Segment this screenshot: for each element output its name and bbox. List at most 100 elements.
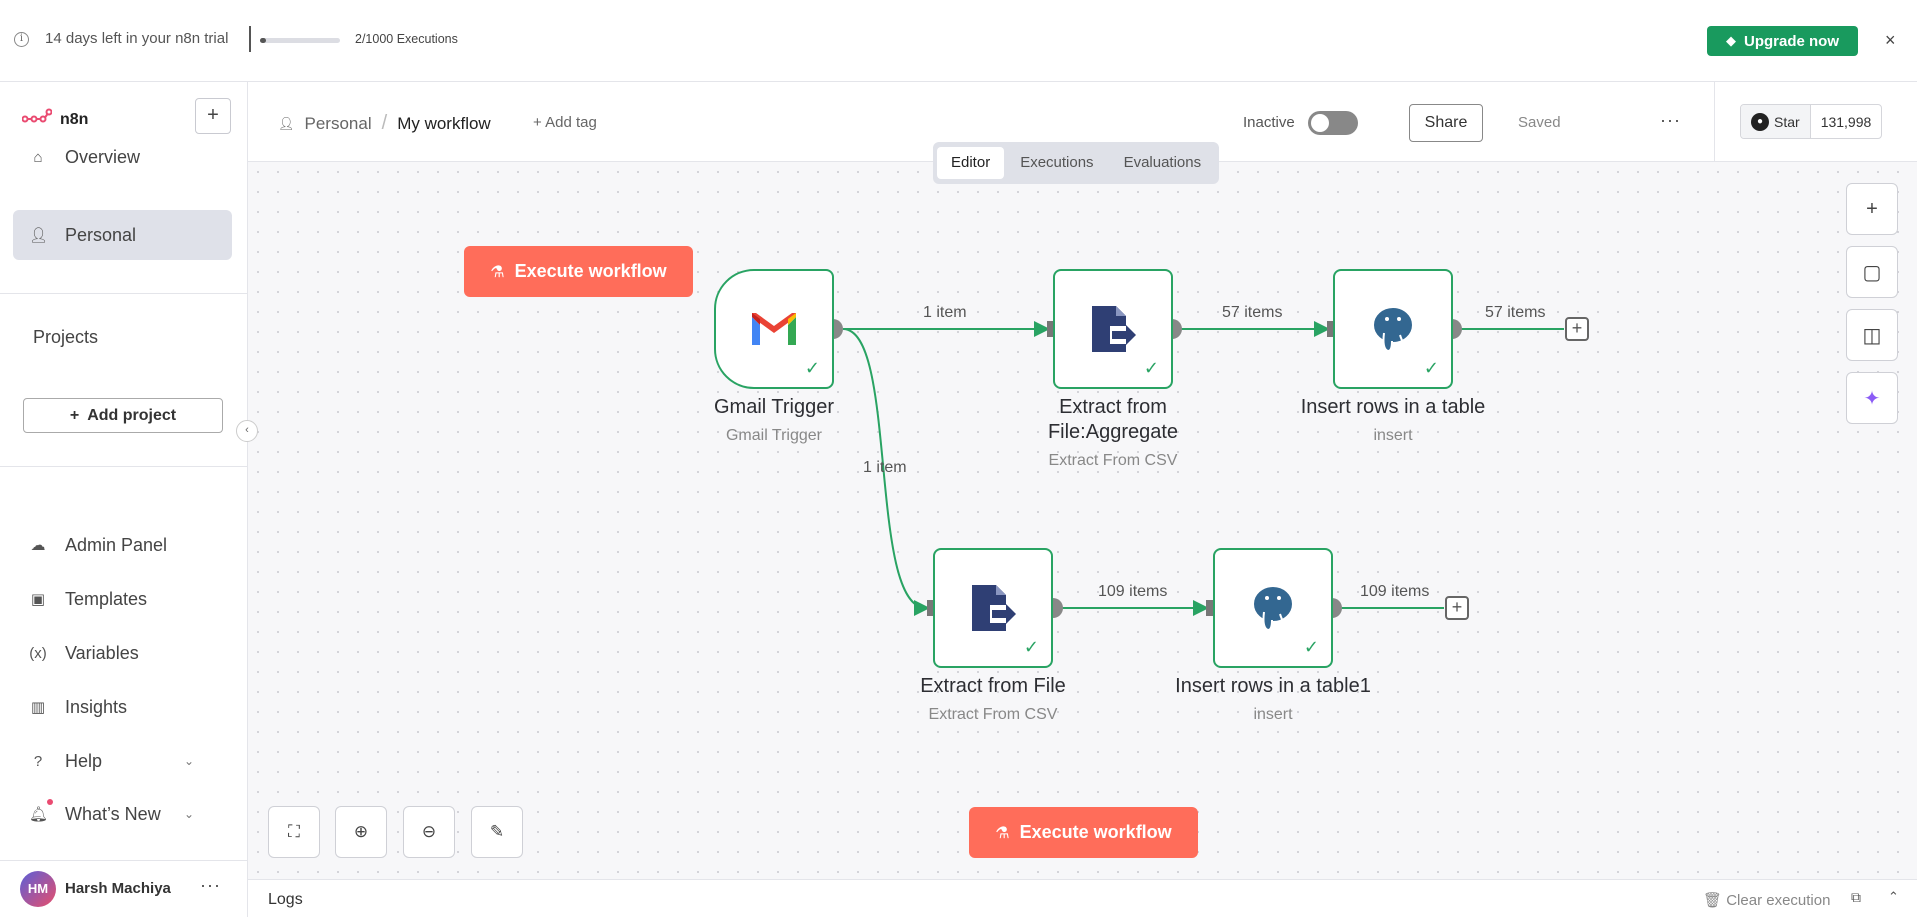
tidy-up-button[interactable]: ✎	[471, 806, 523, 858]
node-gmail-trigger[interactable]: ✓	[714, 269, 834, 389]
github-star-count[interactable]: 131,998	[1820, 113, 1872, 130]
upgrade-now-label: Upgrade now	[1743, 32, 1839, 50]
ai-assistant-button[interactable]: ✦	[1846, 372, 1898, 424]
saved-status: Saved	[1518, 114, 1561, 131]
tab-executions[interactable]: Executions	[1020, 154, 1094, 171]
chevron-down-icon: ⌄	[183, 754, 194, 768]
node-subtitle: Extract From CSV	[1048, 452, 1178, 469]
sticky-note-button[interactable]: ▢	[1846, 246, 1898, 298]
extract-file-icon	[935, 550, 1051, 666]
create-button[interactable]: +	[195, 98, 231, 134]
popout-icon[interactable]: ⧉	[1851, 889, 1861, 905]
edge-label: 1 item	[923, 304, 967, 321]
nav-whats-new-label: What’s New	[65, 803, 161, 824]
close-banner-icon[interactable]: ×	[1885, 30, 1896, 50]
node-subtitle: insert	[1373, 427, 1413, 444]
upgrade-now-button[interactable]: ◆ Upgrade now	[1707, 26, 1858, 56]
nav-overview[interactable]: ⌂ Overview	[13, 132, 232, 182]
breadcrumb-separator: /	[381, 112, 388, 134]
zoom-out-button[interactable]: ⊖	[403, 806, 455, 858]
logo-text: n8n	[60, 110, 89, 128]
user-icon: 👤︎	[29, 227, 49, 244]
trash-icon: 🗑︎	[1703, 892, 1723, 909]
execute-workflow-button-bottom[interactable]: ⚗ Execute workflow	[969, 807, 1198, 858]
nav-templates-label: Templates	[65, 588, 148, 609]
tab-evaluations[interactable]: Evaluations	[1123, 154, 1202, 171]
user-menu[interactable]: HM Harsh Machiya ···	[0, 860, 248, 917]
share-button[interactable]: Share	[1409, 104, 1483, 142]
trial-text: 14 days left in your n8n trial	[45, 30, 229, 47]
nav-variables-label: Variables	[65, 642, 139, 663]
add-node-button[interactable]: +	[1846, 183, 1898, 235]
execute-workflow-label: Execute workflow	[1019, 822, 1172, 842]
nav-admin-panel-label: Admin Panel	[65, 534, 168, 555]
avatar[interactable]: HM	[20, 871, 56, 907]
fit-view-icon: ⛶	[288, 822, 300, 841]
logs-label[interactable]: Logs	[268, 891, 303, 908]
projects-heading: Projects	[33, 327, 99, 347]
nav-personal[interactable]: 👤︎ Personal	[13, 210, 232, 260]
breadcrumb-project[interactable]: Personal	[304, 113, 372, 133]
execute-workflow-button[interactable]: ⚗ Execute workflow	[464, 246, 693, 297]
success-check-icon: ✓	[1143, 358, 1159, 378]
home-icon: ⌂	[33, 148, 43, 166]
clear-execution-button[interactable]: 🗑︎ Clear execution	[1703, 891, 1830, 909]
node-extract-aggregate[interactable]: ✓	[1053, 269, 1173, 389]
nav-whats-new[interactable]: 🔔︎ What’s New ⌄	[13, 789, 232, 839]
zoom-in-button[interactable]: ⊕	[335, 806, 387, 858]
toggle-panel-button[interactable]: ◫	[1846, 309, 1898, 361]
view-tabs: Editor Executions Evaluations	[933, 142, 1220, 184]
edge-label: 57 items	[1222, 304, 1283, 321]
more-icon[interactable]: ···	[200, 875, 221, 895]
github-star[interactable]: ● Star	[1741, 105, 1811, 138]
node-extract-file[interactable]: ✓	[933, 548, 1053, 668]
trial-banner: i 14 days left in your n8n trial 2/1000 …	[0, 0, 1917, 82]
more-options-icon[interactable]: ···	[1660, 110, 1681, 130]
logs-panel[interactable]: Logs 🗑︎ Clear execution ⧉ ⌃	[248, 879, 1917, 917]
nav-admin-panel[interactable]: ☁ Admin Panel	[13, 520, 232, 570]
nav-insights[interactable]: ▥ Insights	[13, 682, 232, 732]
github-star-label: Star	[1774, 113, 1800, 130]
collapse-sidebar-button[interactable]: ‹	[236, 420, 258, 442]
node-subtitle: Extract From CSV	[928, 706, 1058, 723]
plus-icon: +	[1866, 197, 1878, 220]
add-node-plus-icon[interactable]: +	[1445, 596, 1469, 620]
sidebar-divider	[0, 466, 248, 467]
tab-editor[interactable]: Editor	[937, 147, 1005, 179]
nav-help[interactable]: ? Help ⌄	[13, 736, 232, 786]
chevron-up-icon[interactable]: ⌃	[1888, 889, 1899, 904]
gmail-icon	[716, 271, 832, 387]
workflow-canvas[interactable]: ⚗ Execute workflow ✓ Gmail Trigger Gmail…	[248, 162, 1917, 879]
add-tag-link[interactable]: + Add tag	[533, 114, 597, 131]
nav-variables[interactable]: (x) Variables	[13, 628, 232, 678]
chart-icon: ▥	[30, 699, 46, 716]
flask-icon: ⚗	[995, 824, 1010, 842]
toggle-knob	[1311, 114, 1329, 132]
zoom-out-icon: ⊖	[421, 822, 437, 841]
breadcrumb: 👤︎ Personal / My workflow	[278, 112, 491, 135]
add-project-label: Add project	[87, 406, 177, 424]
broom-icon: ✎	[489, 822, 505, 841]
add-node-plus-icon[interactable]: +	[1565, 317, 1589, 341]
workflow-title[interactable]: My workflow	[397, 113, 491, 133]
clear-execution-label: Clear execution	[1726, 892, 1831, 909]
node-insert-rows[interactable]: ✓	[1333, 269, 1453, 389]
success-check-icon: ✓	[1303, 637, 1319, 657]
postgres-icon	[1215, 550, 1331, 666]
connection-gmail-to-extract	[842, 328, 930, 616]
nav-templates[interactable]: ▣ Templates	[13, 574, 232, 624]
fit-view-button[interactable]: ⛶	[268, 806, 320, 858]
logo[interactable]: n8n	[21, 108, 89, 131]
note-icon: ▢	[1862, 261, 1882, 284]
plus-icon: +	[69, 406, 80, 424]
github-star-button[interactable]: ● Star 131,998	[1740, 104, 1883, 139]
active-toggle[interactable]	[1308, 111, 1358, 135]
sidebar: n8n + ⌂ Overview 👤︎ Personal Projects + …	[0, 82, 248, 917]
help-icon: ?	[33, 752, 43, 770]
edge-label: 57 items	[1485, 304, 1546, 321]
sparkle-icon: ✦	[1863, 387, 1881, 410]
success-check-icon: ✓	[1023, 637, 1039, 657]
banner-divider	[249, 26, 251, 52]
node-insert-rows-1[interactable]: ✓	[1213, 548, 1333, 668]
add-project-button[interactable]: + Add project	[23, 398, 223, 433]
